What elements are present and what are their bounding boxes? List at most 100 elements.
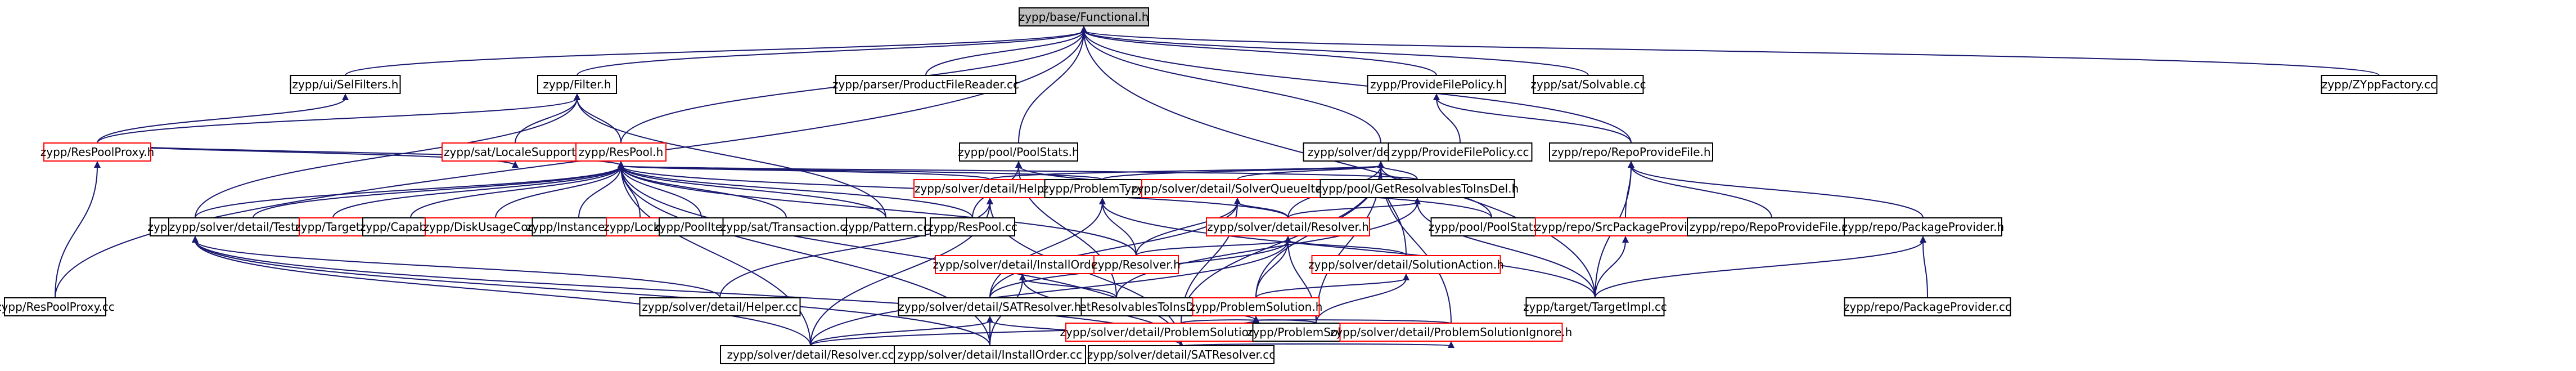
graph-node-solver-detail-resolver-h[interactable]: zypp/solver/detail/Resolver.h <box>1206 217 1370 236</box>
include-edge <box>345 30 1084 76</box>
node-label: zypp/ResPool.cc <box>927 220 1017 234</box>
node-box <box>2321 75 2438 94</box>
edge-arrowhead <box>1234 198 1241 204</box>
node-label: zypp/solver/detail/SATResolver.cc <box>1087 348 1276 361</box>
graph-node-pattern-cc[interactable]: zypp/Pattern.cc <box>843 217 930 236</box>
edge-arrowhead <box>1433 93 1440 100</box>
node-label: zypp/Filter.h <box>543 78 611 91</box>
node-box <box>575 142 666 162</box>
node-label: zypp/sat/Transaction.cc <box>720 220 852 234</box>
node-box <box>913 179 1066 198</box>
node-box <box>1044 179 1161 198</box>
include-edge <box>578 165 622 218</box>
node-label: zypp/target/TargetImpl.cc <box>1523 300 1667 314</box>
include-edge <box>1237 202 1289 218</box>
graph-node-resolver-h[interactable]: zypp/Resolver.h <box>1092 255 1181 274</box>
graph-node-pool-getresolvablestoinsdel-h[interactable]: zypp/pool/GetResolvablesToInsDel.h <box>1316 179 1519 198</box>
node-label: zypp/repo/PackageProvider.h <box>1842 220 2005 234</box>
include-edge <box>1083 30 1589 76</box>
include-edge <box>1102 202 1596 298</box>
node-box <box>930 217 1015 236</box>
include-edge <box>1237 165 1381 180</box>
include-edge <box>577 30 1084 76</box>
node-box <box>1311 255 1501 274</box>
edge-arrowhead <box>987 316 993 323</box>
node-box <box>1687 217 1857 236</box>
node-label: zypp/sat/LocaleSupport.h <box>444 145 587 159</box>
graph-node-repo-packageprovider-cc[interactable]: zypp/repo/PackageProvider.cc <box>1844 297 2011 316</box>
graph-node-solver-detail-satresolver-cc[interactable]: zypp/solver/detail/SATResolver.cc <box>1087 345 1276 364</box>
graph-node-ui-selfilters-h[interactable]: zypp/ui/SelFilters.h <box>290 75 401 94</box>
graph-node-sat-transaction-cc[interactable]: zypp/sat/Transaction.cc <box>720 217 852 236</box>
graph-node-providefilepolicy-h[interactable]: zypp/ProvideFilePolicy.h <box>1367 75 1506 94</box>
include-edge <box>810 240 1289 346</box>
node-box <box>1533 75 1644 94</box>
graph-node-solver-detail-resolver-cc[interactable]: zypp/solver/detail/Resolver.cc <box>720 345 901 364</box>
graph-node-respool-h[interactable]: zypp/ResPool.h <box>575 142 666 162</box>
node-box <box>722 217 850 236</box>
graph-node-respoolproxy-h[interactable]: zypp/ResPoolProxy.h <box>40 142 155 162</box>
graph-node-sat-solvable-cc[interactable]: zypp/sat/Solvable.cc <box>1530 75 1646 94</box>
graph-node-respool-cc[interactable]: zypp/ResPool.cc <box>927 217 1017 236</box>
include-edge <box>620 165 1137 256</box>
graph-node-providefilepolicy-cc[interactable]: zypp/ProvideFilePolicy.cc <box>1388 142 1533 162</box>
node-box <box>1388 142 1533 162</box>
include-edge <box>195 97 578 218</box>
include-edge <box>989 165 1381 180</box>
node-box <box>1088 345 1275 364</box>
graph-node-sat-localesupport-h[interactable]: zypp/sat/LocaleSupport.h <box>442 142 589 162</box>
graph-node-target-h[interactable]: zypp/Target.h <box>295 217 371 236</box>
graph-node-repo-repoprovidefile-h[interactable]: zypp/repo/RepoProvideFile.h <box>1549 142 1713 162</box>
include-edge <box>810 320 990 346</box>
graph-node-solver-detail-solutionaction-h[interactable]: zypp/solver/detail/SolutionAction.h <box>1308 255 1504 274</box>
edge-arrowhead <box>94 161 101 168</box>
graph-node-respoolproxy-cc[interactable]: zypp/ResPoolProxy.cc <box>0 297 115 316</box>
node-box <box>43 142 151 162</box>
edge-arrowhead <box>1414 198 1421 204</box>
graph-node-filter-h[interactable]: zypp/Filter.h <box>537 75 617 94</box>
node-label: zypp/ResPoolProxy.h <box>40 145 155 159</box>
node-box <box>835 75 1016 94</box>
node-box <box>1206 217 1370 236</box>
graph-node-solver-detail-problemsolutionignore-h[interactable]: zypp/solver/detail/ProblemSolutionIgnore… <box>1330 323 1573 342</box>
node-box <box>537 75 617 94</box>
graph-node-solver-detail-installorder-cc[interactable]: zypp/solver/detail/InstallOrder.cc <box>894 345 1086 364</box>
node-box <box>1549 142 1713 162</box>
edge-arrowhead <box>192 236 199 243</box>
graph-node-repo-repoprovidefile-cc[interactable]: zypp/repo/RepoProvideFile.cc <box>1687 217 1857 236</box>
include-edge <box>1136 240 1289 256</box>
node-box <box>1535 217 1716 236</box>
include-edge <box>1083 30 1381 144</box>
node-label: zypp/ProvideFilePolicy.h <box>1370 78 1503 91</box>
edge-arrowhead <box>987 198 993 204</box>
node-label: zypp/Pattern.cc <box>843 220 930 234</box>
node-label: zypp/solver/detail/SolverQueueItem.h <box>1131 182 1344 195</box>
edge-arrowhead <box>1080 26 1087 33</box>
graph-node-target-targetimpl-cc[interactable]: zypp/target/TargetImpl.cc <box>1523 297 1667 316</box>
graph-node-pool-poolstats-cc[interactable]: zypp/pool/PoolStats.cc <box>1429 217 1555 236</box>
include-edge <box>195 240 990 346</box>
node-label: zypp/ResPool.h <box>579 145 664 159</box>
include-edge <box>1255 278 1407 298</box>
graph-node-solver-detail-solverqueueitem-h[interactable]: zypp/solver/detail/SolverQueueItem.h <box>1131 179 1344 198</box>
graph-node-solver-detail-satresolver-h[interactable]: zypp/solver/detail/SATResolver.h <box>898 297 1082 316</box>
include-edge <box>1136 202 1238 256</box>
graph-node-parser-productfilereader-cc[interactable]: zypp/parser/ProductFileReader.cc <box>832 75 1019 94</box>
node-label: zypp/solver/detail/Resolver.cc <box>727 348 894 361</box>
node-box <box>1192 297 1320 316</box>
graph-node-zyppfactory-cc[interactable]: zypp/ZYppFactory.cc <box>2321 75 2438 94</box>
graph-node-solver-detail-helper-h[interactable]: zypp/solver/detail/Helper.h <box>913 179 1066 198</box>
include-edge <box>97 97 346 144</box>
graph-node-repo-packageprovider-h[interactable]: zypp/repo/PackageProvider.h <box>1842 217 2005 236</box>
graph-node-pool-poolstats-h[interactable]: zypp/pool/PoolStats.h <box>958 142 1079 162</box>
graph-node-solver-detail-helper-cc[interactable]: zypp/solver/detail/Helper.cc <box>639 297 801 316</box>
graph-node-problemsolution-h[interactable]: zypp/ProblemSolution.h <box>1190 297 1323 316</box>
graph-node-solver-detail-installorder-h[interactable]: zypp/solver/detail/InstallOrder.h <box>933 255 1113 274</box>
node-box <box>935 255 1110 274</box>
edge-arrowhead <box>1253 316 1259 323</box>
graph-node-repo-srcpackageprovider-h[interactable]: zypp/repo/SrcPackageProvider.h <box>1535 217 1716 236</box>
include-edge <box>1631 165 1924 218</box>
include-edge <box>1255 319 1452 324</box>
include-edge <box>1436 97 1632 144</box>
